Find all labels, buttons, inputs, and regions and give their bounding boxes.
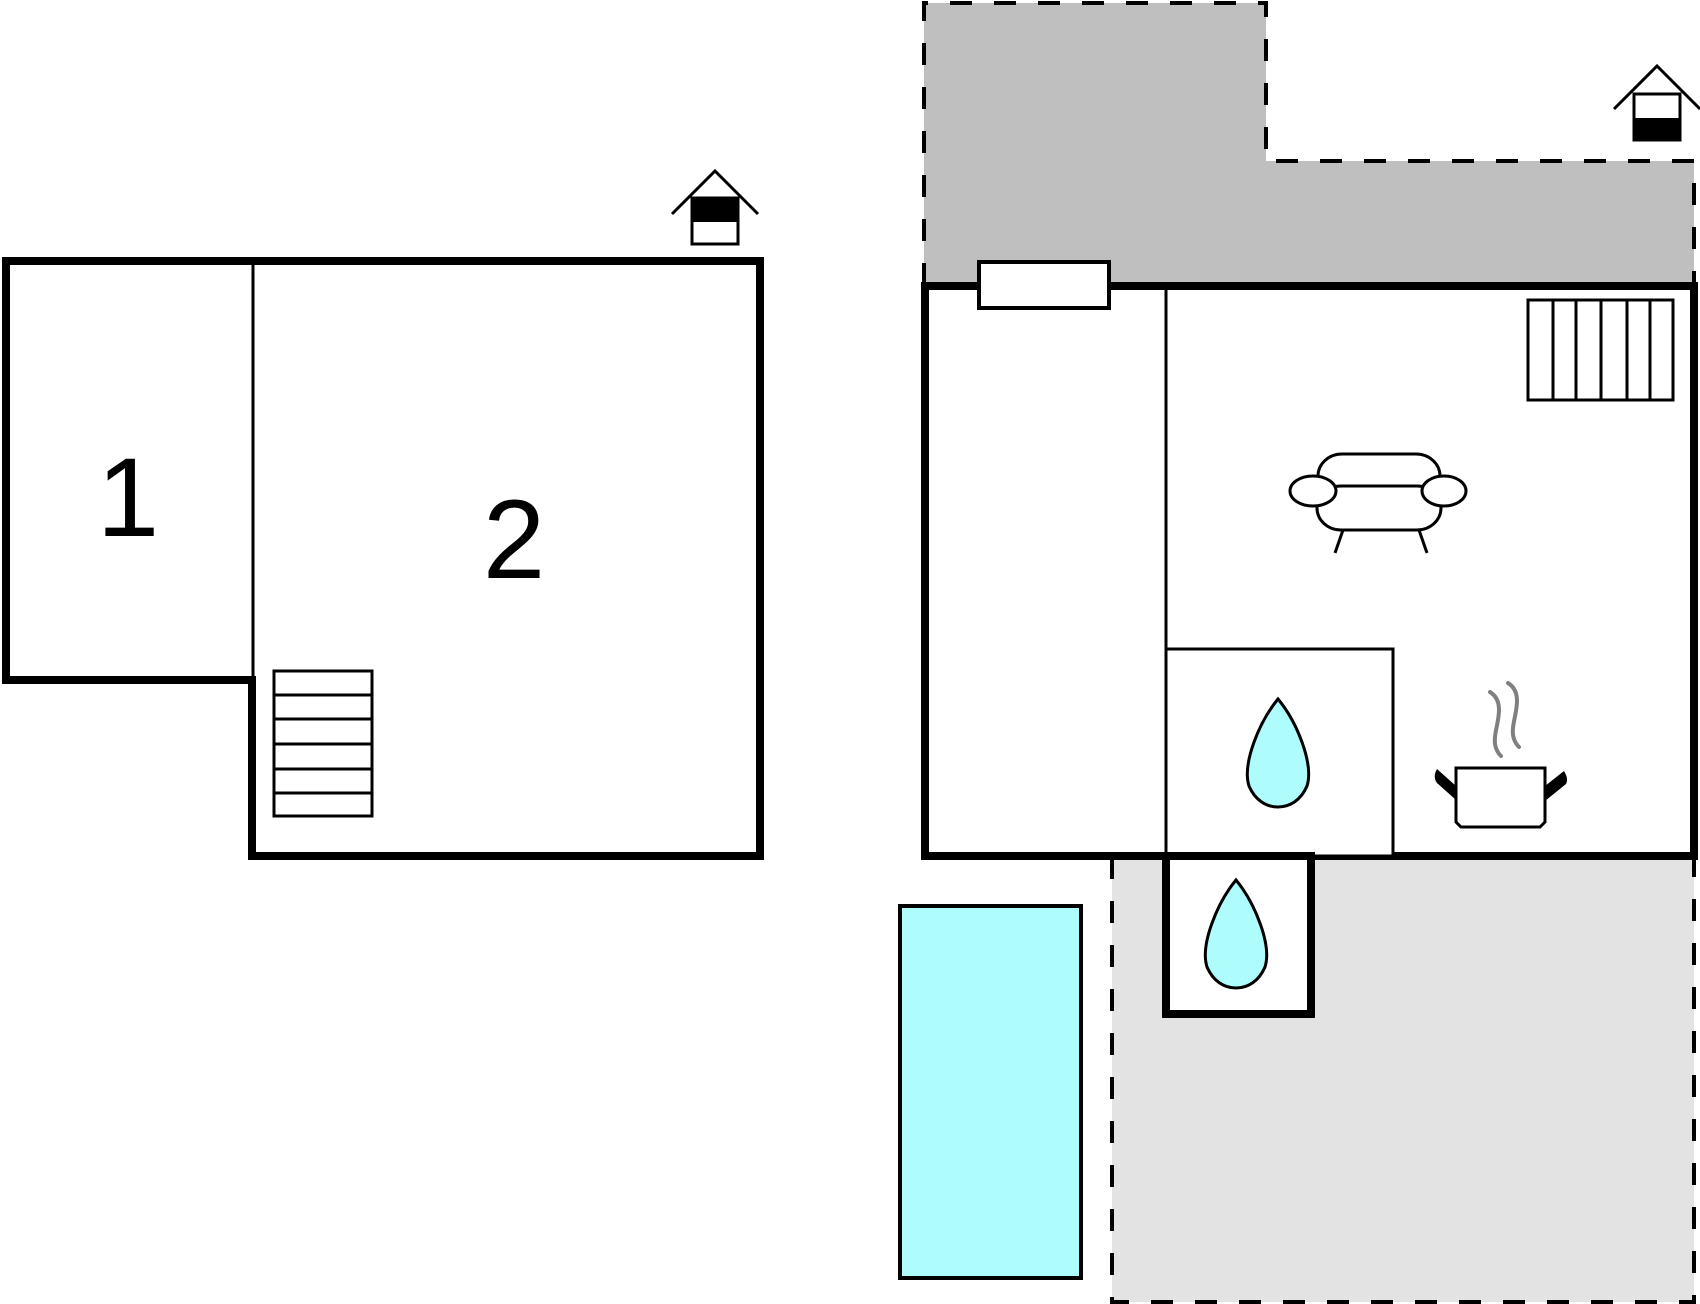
open-terrace-border (1110, 857, 1696, 1304)
ground-floor (898, 1, 1700, 1304)
window-icon (977, 260, 1111, 310)
house-ground-floor-icon (1612, 63, 1700, 142)
stairs-icon (272, 669, 374, 818)
upper-floor-outer-wall (2, 257, 764, 860)
covered-terrace (924, 3, 1694, 285)
cooking-pot-icon (1434, 681, 1568, 829)
covered-terrace-border (922, 1, 1696, 285)
room-1-label: 1 (97, 435, 159, 560)
water-drop-icon (1204, 877, 1268, 990)
pool-icon (898, 904, 1083, 1280)
sofa-icon (1288, 452, 1468, 554)
room-2-label: 2 (483, 477, 545, 602)
stairs-icon (1526, 298, 1675, 402)
house-upper-floor-icon (670, 168, 760, 246)
water-drop-icon (1246, 696, 1310, 809)
upper-floor: 1 2 (2, 168, 764, 860)
